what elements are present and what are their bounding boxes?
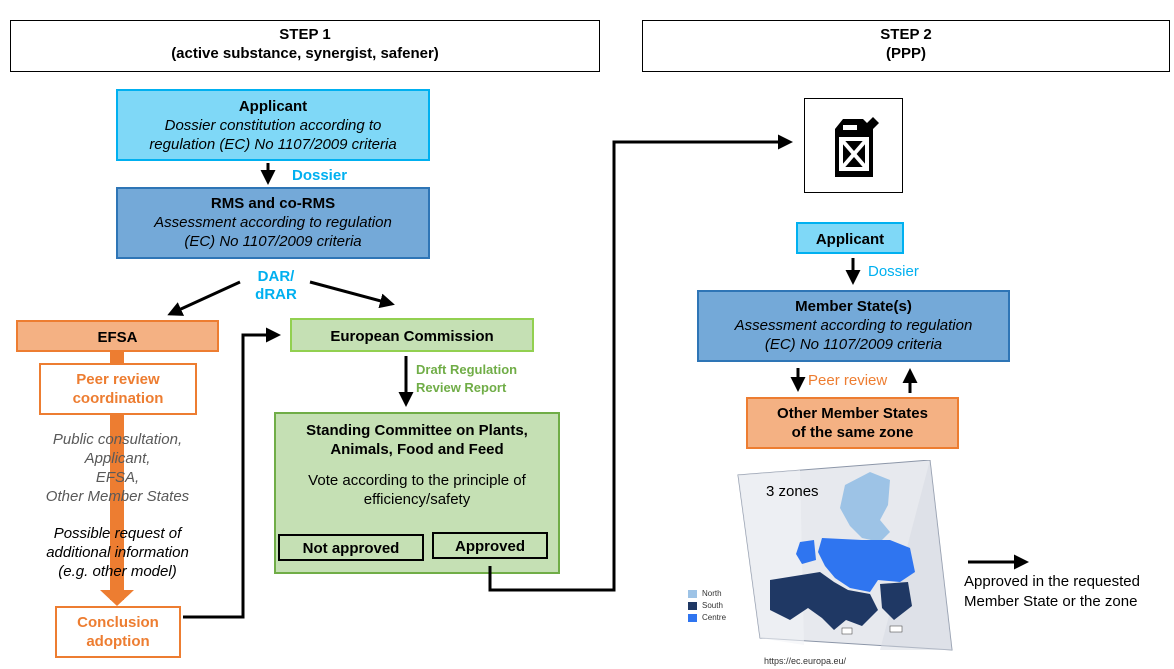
consultation-line4: Other Member States: [45, 488, 190, 505]
arrow-approved-step2: [488, 134, 793, 592]
possible-request-text: Possible request of additional informati…: [20, 524, 215, 581]
legend-south-label: South: [702, 601, 723, 610]
rms-line1: Assessment according to regulation: [154, 214, 392, 231]
map-zones-label: 3 zones: [766, 483, 819, 500]
member-states-line1: Assessment according to regulation: [734, 317, 973, 334]
dar-label: DAR/ dRAR: [246, 268, 306, 304]
legend-centre-label: Centre: [702, 613, 727, 622]
possible-line2: additional information: [46, 544, 189, 561]
legend-north: North: [688, 588, 726, 600]
member-states-title: Member State(s): [795, 298, 912, 315]
peer-review-line1: Peer review: [76, 371, 160, 388]
draft-line2: Review Report: [416, 380, 507, 395]
step1-title: STEP 1: [279, 26, 331, 43]
peer-review2-label: Peer review: [808, 372, 888, 389]
scopaff-line2: Animals, Food and Feed: [330, 441, 504, 458]
scopaff-line1: Standing Committee on Plants,: [306, 422, 528, 439]
step2-header: STEP 2 (PPP): [642, 20, 1170, 72]
legend-south: South: [688, 600, 726, 612]
conclusion-line1: Conclusion: [77, 614, 159, 631]
draft-label: Draft Regulation Review Report: [416, 361, 517, 397]
dossier-label: Dossier: [292, 167, 348, 184]
product-icon-frame: [804, 98, 903, 193]
peer-review-box: Peer review coordination: [39, 363, 197, 415]
draft-line1: Draft Regulation: [416, 362, 518, 377]
efsa-box: EFSA: [16, 320, 219, 352]
map-graphic: [737, 459, 953, 651]
step1-header: STEP 1 (active substance, synergist, saf…: [10, 20, 600, 72]
step2-subtitle: (PPP): [885, 45, 926, 62]
possible-line1: Possible request of: [53, 525, 182, 542]
vote-line1: Vote according to the principle of: [308, 472, 526, 489]
dossier2-label: Dossier: [868, 263, 919, 280]
dar-line1: DAR/: [257, 268, 295, 285]
scopaff-box: Standing Committee on Plants, Animals, F…: [274, 412, 560, 574]
consultation-line2: Applicant,: [84, 450, 151, 467]
ec-box: European Commission: [290, 318, 534, 352]
not-approved-box: Not approved: [278, 534, 424, 561]
legend-centre: Centre: [688, 612, 726, 624]
applicant-line1: Dossier constitution according to: [164, 117, 382, 134]
rms-line2: (EC) No 1107/2009 criteria: [184, 233, 362, 250]
legend-north-swatch: [688, 589, 697, 598]
other-ms-box: Other Member States of the same zone: [746, 397, 959, 449]
applicant-title: Applicant: [238, 98, 308, 115]
peer-review-line2: coordination: [72, 390, 164, 407]
dar-line2: dRAR: [255, 286, 297, 303]
approved-zone-line1: Approved in the requested: [964, 573, 1140, 590]
applicant-line2: regulation (EC) No 1107/2009 criteria: [149, 136, 397, 153]
map-legend: North South Centre: [688, 588, 726, 624]
rms-title: RMS and co-RMS: [210, 195, 336, 212]
possible-line3: (e.g. other model): [58, 563, 177, 580]
applicant2-box: Applicant: [796, 222, 904, 254]
vote-line2: efficiency/safety: [363, 491, 471, 508]
europe-zone-map: [730, 459, 960, 660]
consultation-text: Public consultation, Applicant, EFSA, Ot…: [20, 430, 215, 506]
arrow-conclusion-ec: [183, 327, 281, 619]
legend-north-label: North: [702, 589, 722, 598]
legend-south-swatch: [688, 601, 697, 610]
step2-title: STEP 2: [880, 26, 932, 43]
rms-box: RMS and co-RMS Assessment according to r…: [116, 187, 430, 259]
map-credit: https://ec.europa.eu/: [764, 656, 847, 666]
approved-box: Approved: [432, 532, 548, 559]
legend-centre-swatch: [688, 613, 697, 622]
step1-subtitle: (active substance, synergist, safener): [171, 45, 439, 62]
applicant-box: Applicant Dossier constitution according…: [116, 89, 430, 161]
other-ms-line1: Other Member States: [777, 405, 928, 422]
consultation-line3: EFSA,: [95, 469, 140, 486]
efsa-bar-arrowhead: [100, 590, 134, 606]
member-states-box: Member State(s) Assessment according to …: [697, 290, 1010, 362]
approved-zone-line2: Member State or the zone: [964, 593, 1138, 610]
member-states-line2: (EC) No 1107/2009 criteria: [764, 336, 943, 353]
arrow-rms-efsa: [167, 280, 241, 316]
other-ms-line2: of the same zone: [791, 424, 914, 441]
arrow-rms-ec: [309, 280, 395, 309]
jerrycan-icon: [835, 117, 879, 177]
approved-zone-text: Approved in the requested Member State o…: [964, 572, 1140, 612]
conclusion-line2: adoption: [86, 633, 150, 650]
conclusion-box: Conclusion adoption: [55, 606, 181, 658]
consultation-line1: Public consultation,: [52, 431, 183, 448]
